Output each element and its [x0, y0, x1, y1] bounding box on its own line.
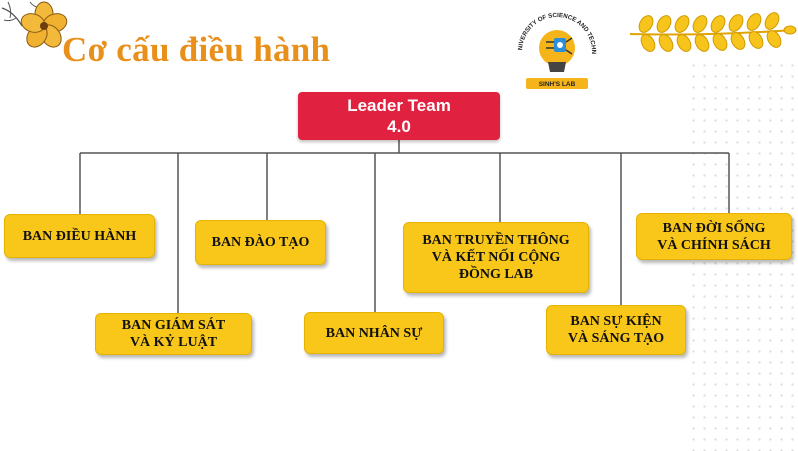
svg-text:SINH'S LAB: SINH'S LAB	[539, 81, 576, 88]
leader-line2: 4.0	[387, 117, 411, 136]
dept-label: BAN ĐIỀU HÀNH	[22, 228, 137, 244]
dept-label: BAN TRUYỀN THÔNG	[422, 233, 570, 248]
flower-decoration-icon	[1, 1, 68, 48]
dept-ban-su-kien: BAN SỰ KIỆN VÀ SÁNG TẠO	[546, 305, 686, 355]
dept-label: VÀ CHÍNH SÁCH	[657, 237, 771, 253]
dept-label: VÀ KỶ LUẬT	[129, 335, 218, 350]
dept-ban-dieu-hanh: BAN ĐIỀU HÀNH	[4, 214, 155, 258]
leader-team-box: Leader Team 4.0	[298, 92, 500, 140]
dept-ban-nhan-su: BAN NHÂN SỰ	[304, 312, 444, 354]
leader-line1: Leader Team	[347, 96, 451, 115]
dept-label: VÀ KẾT NỐI CỘNG	[431, 250, 561, 265]
dept-ban-truyen-thong: BAN TRUYỀN THÔNG VÀ KẾT NỐI CỘNG ĐỒNG LA…	[403, 222, 589, 293]
dept-label: VÀ SÁNG TẠO	[567, 331, 665, 346]
dept-label: ĐỒNG LAB	[458, 267, 534, 282]
dept-ban-doi-song: BAN ĐỜI SỐNG VÀ CHÍNH SÁCH	[636, 213, 792, 260]
dept-label: BAN GIÁM SÁT	[121, 318, 226, 333]
dept-ban-dao-tao: BAN ĐÀO TẠO	[195, 220, 326, 265]
page-title: Cơ cấu điều hành	[62, 30, 331, 69]
lab-logo: HANOI UNIVERSITY OF SCIENCE AND TECHNOLO…	[508, 2, 599, 92]
dept-label: BAN ĐỜI SỐNG	[662, 220, 766, 236]
dept-label: BAN NHÂN SỰ	[325, 325, 423, 341]
dept-label: BAN ĐÀO TẠO	[211, 235, 310, 250]
bulb-icon	[539, 30, 575, 72]
dept-label: BAN SỰ KIỆN	[570, 314, 662, 329]
dept-ban-giam-sat: BAN GIÁM SÁT VÀ KỶ LUẬT	[95, 313, 252, 355]
leaf-garland-icon	[629, 12, 797, 52]
